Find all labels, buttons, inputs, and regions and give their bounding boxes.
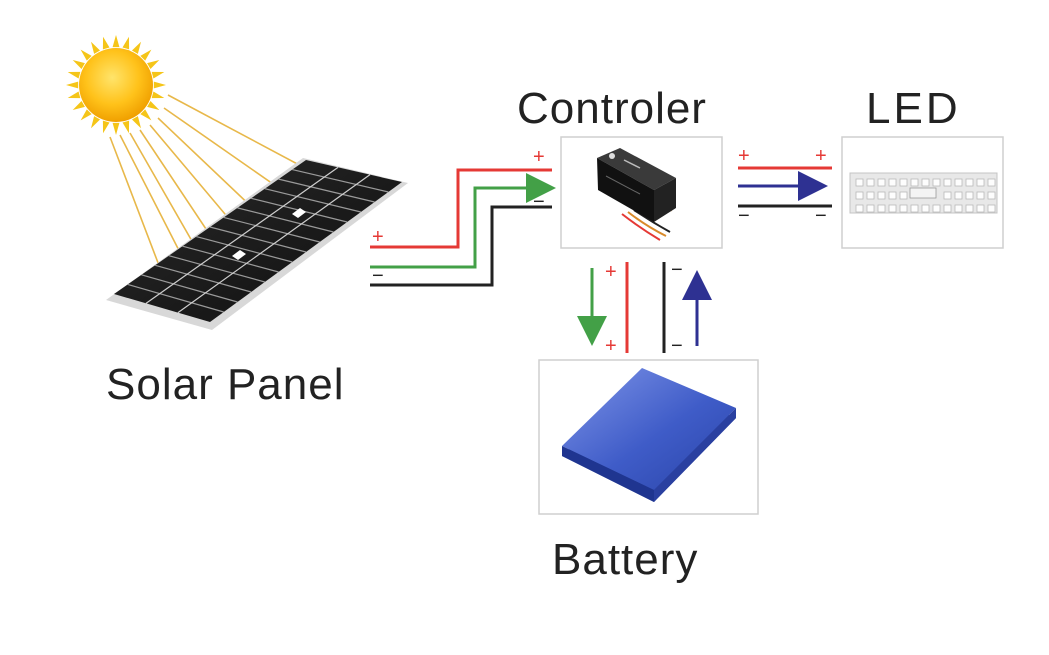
led-box	[841, 136, 1004, 249]
controller-box	[560, 136, 723, 249]
led-module-image	[849, 172, 998, 214]
panel-positive-sign: +	[372, 226, 384, 248]
controller-label: Controler	[517, 84, 707, 133]
led-out-positive-sign-right: +	[815, 145, 827, 167]
battery-positive-sign-bottom: +	[605, 335, 617, 357]
led-label: LED	[866, 84, 961, 133]
solar-panel-image	[106, 158, 408, 330]
led-out-negative-sign-right: −	[815, 205, 827, 227]
panel-negative-sign: −	[372, 265, 384, 287]
panel-to-controller-wires	[370, 168, 556, 287]
led-out-negative-sign-left: −	[738, 205, 750, 227]
solar-panel-label: Solar Panel	[106, 360, 345, 409]
controller-to-led-wires	[738, 166, 832, 208]
led-out-positive-sign-left: +	[738, 145, 750, 167]
controller-device-image	[597, 148, 676, 241]
sun-icon	[66, 35, 166, 135]
battery-box	[538, 359, 759, 515]
battery-image	[562, 368, 736, 502]
controller-in-positive-sign: +	[533, 146, 545, 168]
battery-negative-sign-top: −	[671, 259, 683, 281]
controller-battery-wires	[577, 262, 712, 353]
battery-positive-sign-top: +	[605, 261, 617, 283]
controller-in-negative-sign: −	[533, 191, 545, 213]
battery-label: Battery	[552, 535, 699, 584]
battery-negative-sign-bottom: −	[671, 335, 683, 357]
